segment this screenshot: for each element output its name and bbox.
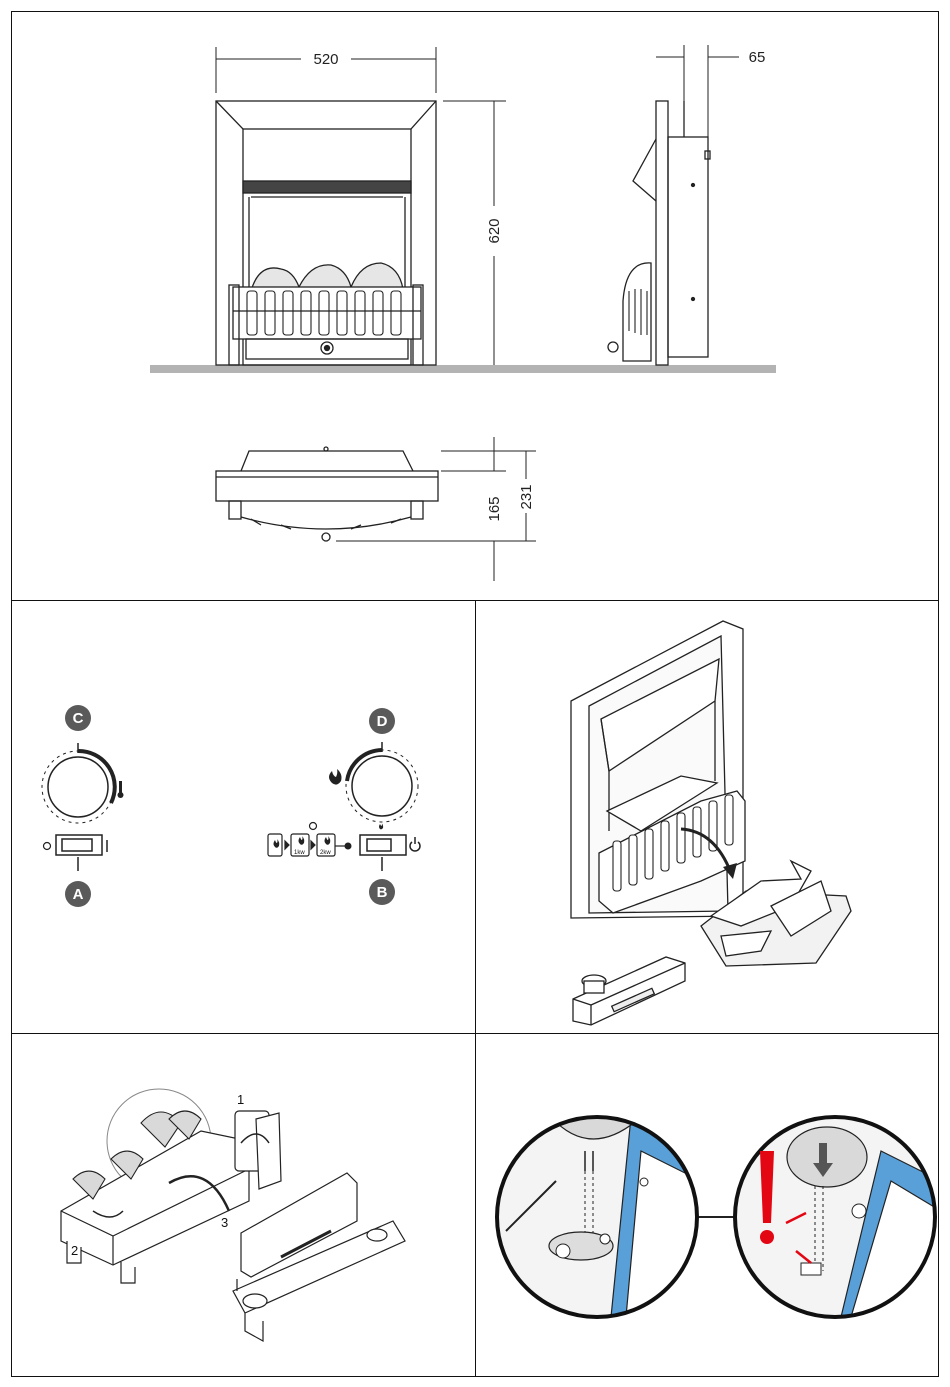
flame-icon [329,769,342,785]
dimensions-drawing: 520 620 [12,12,940,602]
step2-label: 2 [71,1243,78,1258]
badge-d-label: D [377,713,388,730]
fire-perspective [571,621,745,918]
bulb-detail-panel [475,1033,939,1377]
fan-icon [310,823,317,830]
thermostat-knob [42,743,115,823]
flame-knob [346,742,418,822]
controls-drawing: C A D [12,601,477,1035]
badge-a-label: A [73,886,84,903]
dimensions-panel: 520 620 [11,11,939,601]
thermometer-icon [118,781,124,798]
fire-front-view [216,101,436,365]
step1-label: 1 [237,1092,244,1107]
lamp-drawing: 1 2 3 [12,1034,477,1378]
fire-side-view [608,101,710,365]
badge-c-label: C [73,710,84,727]
small-flame-icon [379,823,383,829]
bulb-detail-drawing [476,1034,940,1378]
heat-dot [345,843,352,850]
controls-panel: C A D [11,600,476,1034]
power-icon [410,837,420,851]
step3-label: 3 [221,1215,228,1230]
badge-b-label: B [377,884,388,901]
heat-level-1kw: 1kw [294,850,305,856]
mode-switch-b [360,835,406,871]
width-label: 520 [313,51,338,68]
heat-level-2kw: 2kw [320,850,331,856]
floor-line [150,365,776,373]
top-depth-dimensions [336,437,536,581]
side-depth-label: 65 [749,49,766,66]
fire-top-view [216,447,438,541]
power-switch-a [44,835,108,871]
lamp-panel: 1 2 3 [11,1033,476,1377]
height-label: 620 [486,218,503,243]
fuel-bed-panel [475,600,939,1034]
depth-inner-label: 165 [486,496,503,521]
flame-effect-unit [573,957,685,1025]
depth-outer-label: 231 [518,484,535,509]
cover-tray [233,1173,405,1341]
fuel-bed-drawing [476,601,940,1035]
